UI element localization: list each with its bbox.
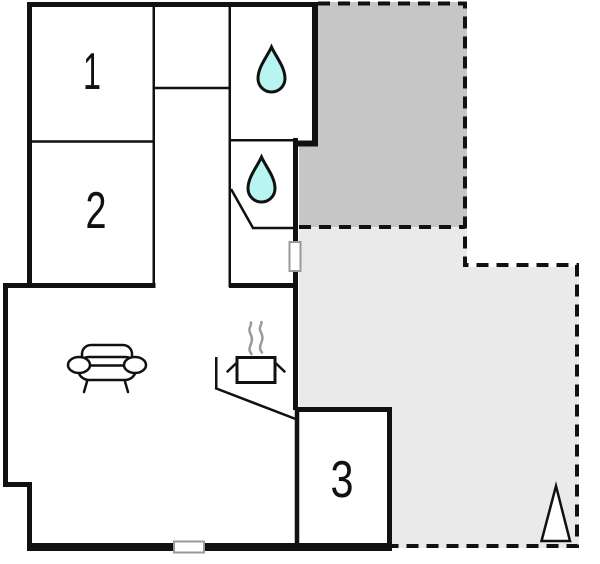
- terrace-light-area: [299, 227, 579, 548]
- kitchen-icons: [226, 320, 286, 384]
- steam-wave: [248, 321, 254, 356]
- cooking-pot-icon: [226, 356, 286, 384]
- sofa-armrest: [122, 355, 148, 375]
- sofa-icon: [66, 343, 148, 394]
- steam-icon: [248, 320, 264, 356]
- terrace-dashed-boundary: [299, 1, 579, 548]
- water-drop-icon: [256, 43, 287, 94]
- water-drop-icon: [246, 153, 277, 204]
- door-bottom: [173, 540, 205, 554]
- pot-handle: [226, 361, 239, 373]
- walls: [3, 2, 392, 551]
- terrace-outer-dashed-line: [318, 1, 579, 548]
- kitchen-counter-line: [214, 386, 298, 421]
- terrace-dark-area: [299, 2, 467, 227]
- sofa-armrest: [66, 355, 92, 375]
- room-2-label: 2: [86, 182, 107, 240]
- wall-segment: [229, 188, 255, 229]
- room-labels: 1 2 3: [83, 43, 354, 509]
- terrace-areas: [299, 2, 579, 548]
- bathroom-icons: [246, 43, 287, 204]
- tree-icon: [539, 481, 572, 543]
- pot-body: [235, 356, 277, 384]
- pot-handle: [273, 361, 286, 373]
- door-right: [288, 241, 302, 272]
- room-1-label: 1: [83, 43, 101, 101]
- doors: [173, 241, 302, 554]
- steam-wave: [258, 320, 264, 354]
- room-3-label: 3: [331, 451, 354, 509]
